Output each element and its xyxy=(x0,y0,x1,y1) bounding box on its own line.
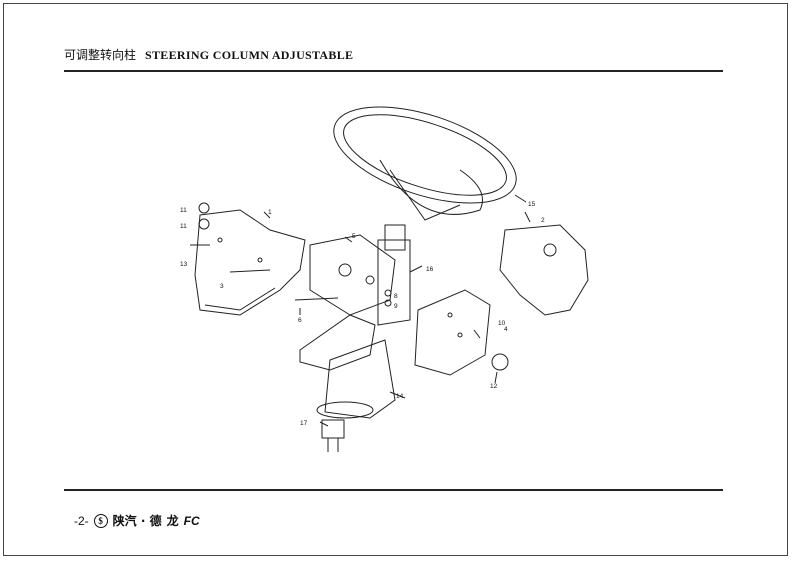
callout-label: 4 xyxy=(504,326,508,333)
steering-wheel-part xyxy=(333,106,517,221)
callout-label: 9 xyxy=(394,303,398,310)
bracket-part xyxy=(309,234,396,316)
brand-name: 陕汽 · 德 xyxy=(112,514,162,528)
mounting-plate-part xyxy=(414,289,491,376)
column-top-part xyxy=(377,224,411,326)
callout-label: 13 xyxy=(180,261,188,268)
callout-label: 10 xyxy=(498,320,506,327)
brand-script: 龙 xyxy=(166,514,179,528)
cap-part xyxy=(491,353,509,371)
callout-label: 16 xyxy=(426,266,434,273)
callout-label: 11 xyxy=(180,207,187,214)
bolt-part xyxy=(229,269,271,273)
page-number: -2- xyxy=(74,513,89,528)
callout-label: 11 xyxy=(180,223,187,230)
steering-column-exploded-diagram: 11 11 13 1 3 5 16 15 2 6 8 9 10 4 12 14 … xyxy=(180,106,589,452)
callout-label: 15 xyxy=(528,201,536,208)
title-chinese: 可调整转向柱 xyxy=(64,48,137,62)
header-rule xyxy=(64,70,723,72)
washer-part xyxy=(384,289,392,297)
page-title: 可调整转向柱 STEERING COLUMN ADJUSTABLE xyxy=(64,46,353,63)
callout-label: 8 xyxy=(394,293,398,300)
right-shroud-part xyxy=(499,224,589,316)
title-english: STEERING COLUMN ADJUSTABLE xyxy=(145,48,354,62)
nut-part xyxy=(198,202,210,214)
shaanxi-logo-icon: $ xyxy=(93,513,108,528)
callout-label: 12 xyxy=(490,383,498,390)
page-footer: -2- $ 陕汽 · 德 龙 FC xyxy=(74,512,200,529)
model-name: FC xyxy=(183,513,200,528)
left-cover-part xyxy=(194,209,306,316)
long-bolt-part xyxy=(294,297,339,301)
callout-label: 2 xyxy=(541,217,545,224)
callout-label: 17 xyxy=(300,420,308,427)
callout-label: 1 xyxy=(268,209,272,216)
universal-joint-part xyxy=(321,419,345,452)
lower-bracket-part xyxy=(299,314,376,371)
callout-label: 6 xyxy=(298,317,302,324)
footer-rule xyxy=(64,489,723,491)
page-frame xyxy=(3,3,788,556)
callout-label: 3 xyxy=(220,283,224,290)
nut-part xyxy=(198,218,210,230)
washer-part xyxy=(384,299,392,307)
column-tube-part xyxy=(316,339,396,419)
callout-label: 14 xyxy=(396,393,404,400)
callout-label: 5 xyxy=(352,233,356,240)
